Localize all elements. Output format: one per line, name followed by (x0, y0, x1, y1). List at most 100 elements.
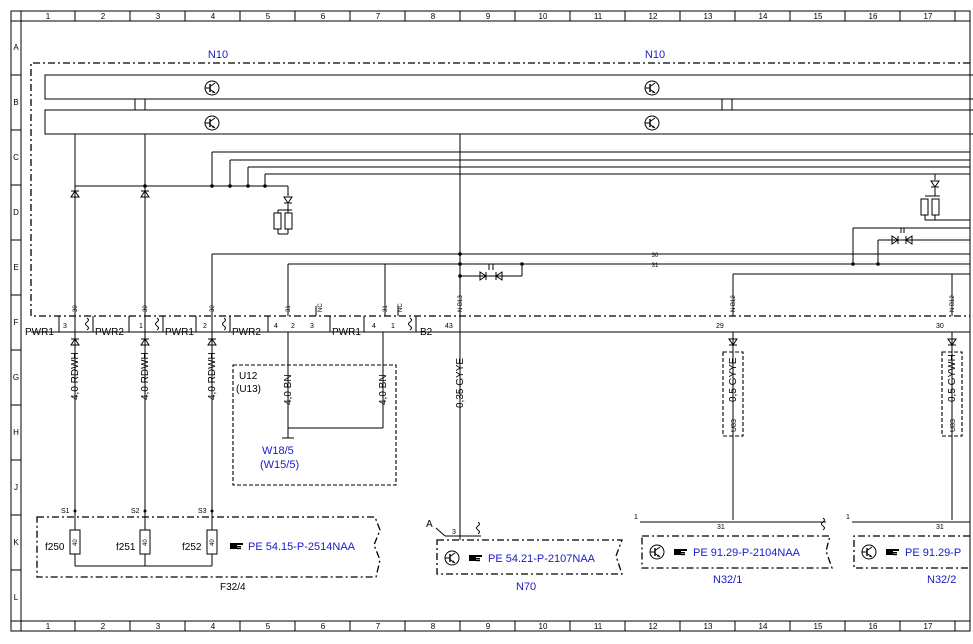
wire-label: 4,0 BN (378, 374, 389, 405)
col-label: 10 (539, 622, 548, 631)
col-label: 9 (486, 12, 491, 21)
col-label: 10 (539, 12, 548, 21)
fuse-rating: 40 (73, 539, 79, 546)
col-label: 14 (759, 622, 768, 631)
n10-boundary (30, 62, 970, 317)
wire-label: 4,0 BN (283, 374, 294, 405)
wire-label: 0,5 GYYE (728, 357, 739, 402)
n10-left-label: N10 (208, 49, 228, 61)
connector-pwr1: PWR1 (25, 327, 54, 338)
col-label: 16 (869, 12, 878, 21)
col-label: 13 (704, 622, 713, 631)
col-label: 16 (869, 622, 878, 631)
fuse-s-label: S2 (131, 508, 140, 515)
f32-boundary (36, 516, 381, 578)
row-label: A (13, 43, 19, 52)
u12-boundary (232, 364, 397, 486)
shield-squiggle (222, 317, 226, 331)
diode-icon (479, 271, 503, 281)
reference-n32-2: PE 91.29-P (905, 547, 961, 559)
u83-boundary (941, 351, 963, 437)
n32-1-boundary (641, 535, 833, 569)
transistor-icon (644, 115, 660, 131)
col-label: 5 (266, 12, 271, 21)
terminal-31: 31 (383, 305, 389, 312)
col-label: 8 (431, 622, 436, 631)
col-label: 1 (46, 12, 51, 21)
col-label: 7 (376, 622, 381, 631)
pin-number: 2 (291, 323, 295, 330)
terminal-31: 31 (286, 305, 292, 312)
row-label: E (13, 263, 18, 272)
terminal-nb12: N B12 (731, 295, 737, 312)
pin-number: 2 (203, 323, 207, 330)
col-label: 15 (814, 622, 823, 631)
wire-label: 4,0 RDWH (70, 352, 81, 400)
shield-squiggle (85, 317, 89, 331)
col-label: 1 (46, 622, 51, 631)
diode-icon (930, 180, 940, 188)
wire-label: 0,5 GYWH (947, 354, 958, 402)
transistor-icon (649, 544, 665, 560)
fuse-label: f250 (45, 542, 65, 553)
reference-f32: PE 54.15-P-2514NAA (248, 541, 356, 553)
f32-label: F32/4 (220, 582, 246, 593)
row-label: L (14, 593, 19, 602)
terminal-nb13: N B13 (458, 295, 464, 312)
col-label: 9 (486, 622, 491, 631)
col-label: 8 (431, 12, 436, 21)
connector-pwr1: PWR1 (165, 327, 194, 338)
col-label: 11 (594, 622, 603, 631)
connector-pwr2: PWR2 (95, 327, 124, 338)
row-label: K (13, 538, 19, 547)
fuse-rating: 40 (210, 539, 216, 546)
pin-number: 31 (717, 524, 725, 531)
w18-label: W18/5 (262, 445, 294, 457)
row-label: C (13, 153, 19, 162)
col-label: 11 (594, 12, 603, 21)
w15-label: (W15/5) (260, 459, 299, 471)
row-label: J (14, 483, 18, 492)
bus-bar-upper (44, 74, 973, 100)
u83-label: U83 (950, 419, 957, 432)
col-label: 4 (211, 12, 216, 21)
terminal-nc: NC (318, 303, 324, 312)
shield-squiggle (155, 317, 159, 331)
col-label: 17 (924, 622, 933, 631)
col-label: 4 (211, 622, 216, 631)
n32-1-label: N32/1 (713, 574, 742, 586)
connector-pwr2: PWR2 (232, 327, 261, 338)
n32-1-one: 1 (634, 514, 638, 521)
resistor-icon (931, 198, 940, 216)
fuse-rating: 40 (143, 539, 149, 546)
wire-label: 4,0 RDWH (207, 352, 218, 400)
diode-icon (283, 196, 293, 204)
col-label: 3 (156, 622, 161, 631)
fuse-s-label: S1 (61, 508, 70, 515)
connector-b2: B2 (420, 327, 433, 338)
transistor-icon (644, 80, 660, 96)
col-label: 15 (814, 12, 823, 21)
resistor-icon (284, 212, 293, 230)
wire-label: 4,0 RDWH (140, 352, 151, 400)
wire-label: 0,35 GYYE (455, 358, 466, 408)
pin-number: 31 (936, 524, 944, 531)
row-label: D (13, 208, 19, 217)
resistor-icon (920, 198, 929, 216)
col-label: 13 (704, 12, 713, 21)
n70-a-label: A (426, 519, 433, 530)
pin-number: 4 (372, 323, 376, 330)
n10-right-label: N10 (645, 49, 665, 61)
line-30-label: 30 (652, 253, 659, 259)
pointing-hand-icon (230, 543, 243, 550)
col-label: 5 (266, 622, 271, 631)
pin-number: 30 (936, 323, 944, 330)
terminal-nb12: N B12 (950, 295, 956, 312)
transistor-icon (204, 80, 220, 96)
fuse-label: f252 (182, 542, 202, 553)
u83-label: U83 (731, 419, 738, 432)
pin-number: 1 (391, 323, 395, 330)
col-label: 2 (101, 622, 106, 631)
n32-2-one: 1 (846, 514, 850, 521)
